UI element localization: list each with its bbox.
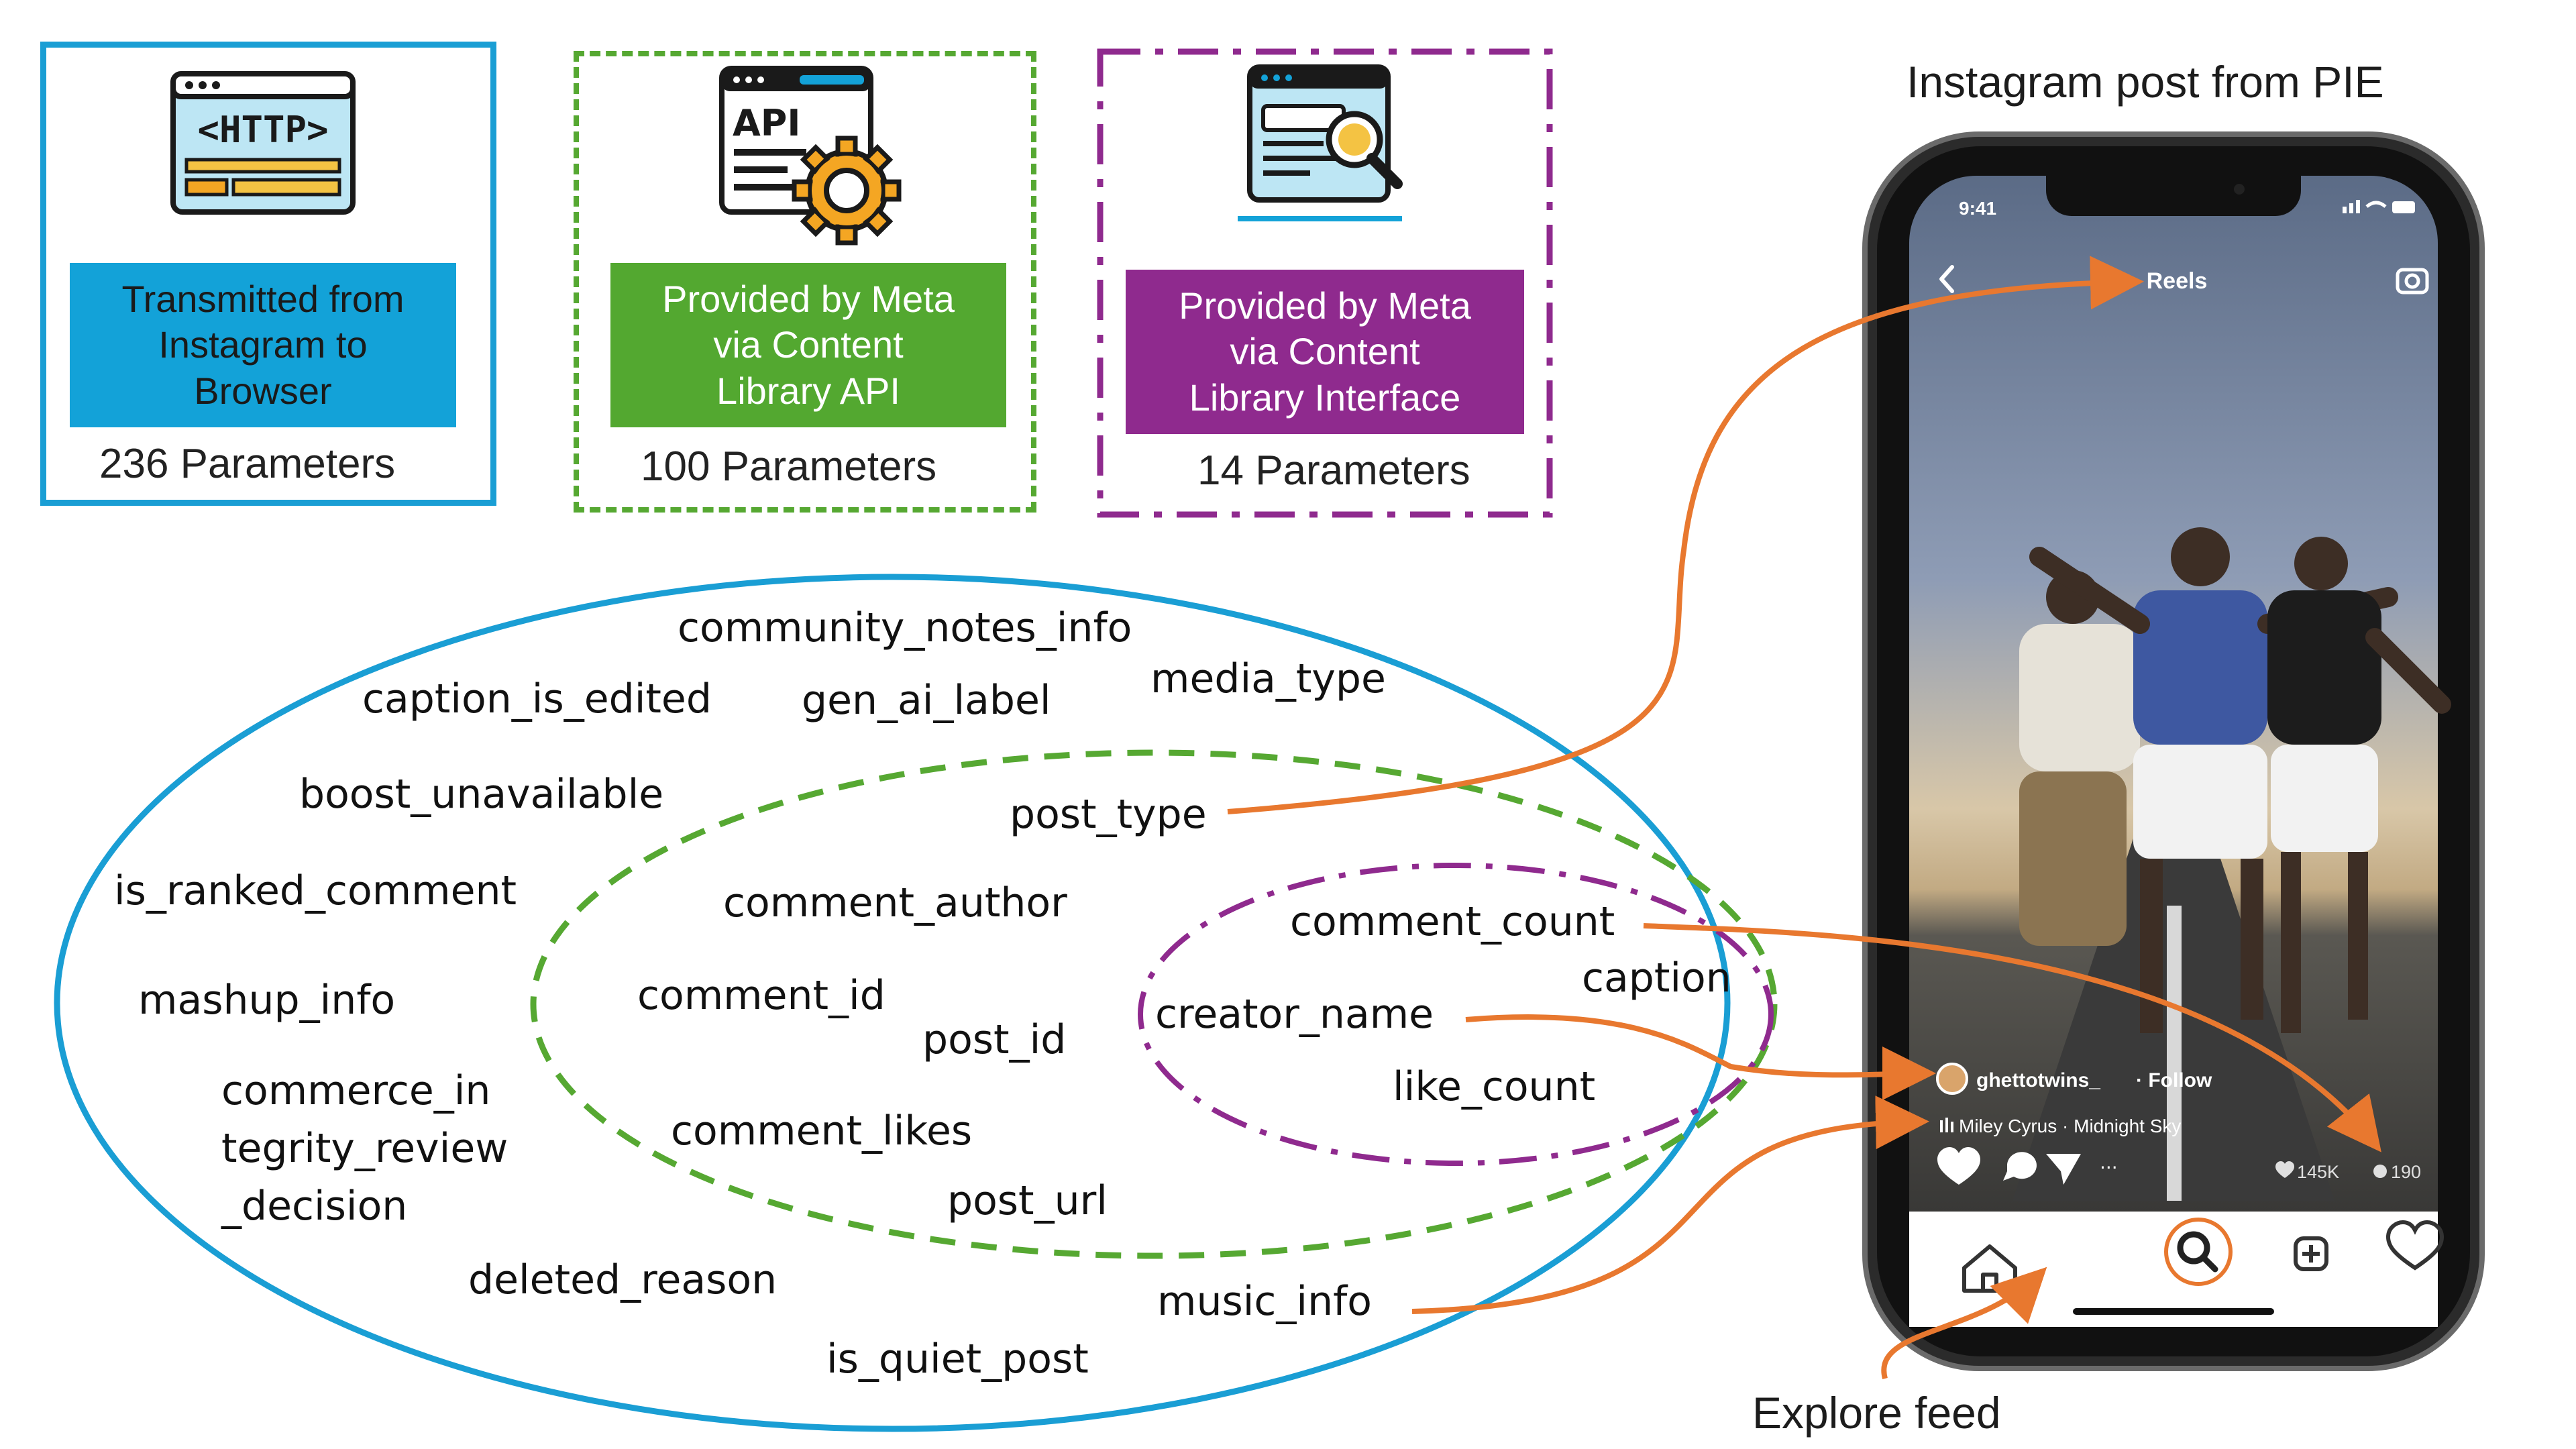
more-options-icon: ··· xyxy=(2100,1157,2118,1179)
status-time: 9:41 xyxy=(1959,198,1996,219)
arrow-comment-count-to-comments xyxy=(1643,923,2381,1152)
param-post-type: post_type xyxy=(1010,791,1207,838)
param-post-id: post_id xyxy=(922,1016,1067,1063)
param-community-notes-info: community_notes_info xyxy=(678,604,1132,651)
phone-caption: Instagram post from PIE xyxy=(1907,57,2384,107)
http-window-icon: <HTTP> xyxy=(170,71,356,215)
param-boost-unavailable: boost_unavailable xyxy=(299,771,664,818)
comment-count-text: 190 xyxy=(2391,1162,2421,1182)
param-media-type: media_type xyxy=(1150,655,1386,702)
like-heart-icon xyxy=(1937,1147,1980,1185)
ellipse-api xyxy=(530,749,1778,1259)
arrow-music-info-to-track xyxy=(1411,1095,1929,1314)
param-commerce-integrity-3: _decision xyxy=(221,1183,408,1230)
param-creator-name: creator_name xyxy=(1155,991,1434,1038)
param-commerce-integrity-1: commerce_in xyxy=(221,1067,491,1114)
param-comment-count: comment_count xyxy=(1290,898,1615,945)
search-icon xyxy=(2177,1231,2218,1273)
creator-username: ghettotwins_ xyxy=(1976,1069,2100,1091)
count-interface: 14 Parameters xyxy=(1197,447,1470,494)
param-caption: caption xyxy=(1582,955,1731,1002)
battery-icon xyxy=(2392,201,2415,213)
param-commerce-integrity-2: tegrity_review xyxy=(221,1125,508,1172)
arrow-creator-name-to-username xyxy=(1465,1014,1936,1101)
create-post-icon xyxy=(2294,1236,2328,1271)
follow-link: · Follow xyxy=(2136,1069,2212,1091)
param-deleted-reason: deleted_reason xyxy=(468,1256,777,1303)
source-label-interface: Provided by Meta via Content Library Int… xyxy=(1126,270,1524,434)
param-gen-ai-label: gen_ai_label xyxy=(802,677,1051,724)
param-like-count: like_count xyxy=(1393,1063,1596,1110)
param-caption-is-edited: caption_is_edited xyxy=(362,676,712,722)
arrow-post-type-to-reels xyxy=(1227,256,2144,814)
param-comment-likes: comment_likes xyxy=(671,1108,973,1155)
back-chevron-icon xyxy=(1939,265,1954,293)
signal-icon xyxy=(2343,200,2360,213)
dancers-image xyxy=(2019,527,2451,1033)
share-icon xyxy=(2046,1154,2081,1185)
explore-feed-label: Explore feed xyxy=(1752,1388,2001,1438)
music-track: Miley Cyrus · Midnight Sky xyxy=(1959,1116,2181,1136)
param-post-url: post_url xyxy=(947,1177,1108,1224)
ellipse-browser xyxy=(54,574,1731,1432)
like-count-text: 145K xyxy=(2297,1162,2339,1182)
music-bars-icon xyxy=(1940,1118,1953,1132)
source-box-interface xyxy=(1097,48,1553,518)
param-is-ranked-comment: is_ranked_comment xyxy=(114,867,517,914)
param-comment-id: comment_id xyxy=(637,972,885,1019)
creator-avatar xyxy=(1936,1063,1968,1095)
ellipse-interface xyxy=(1138,863,1774,1166)
param-music-info: music_info xyxy=(1157,1278,1372,1325)
svg-text:<HTTP>: <HTTP> xyxy=(197,109,328,151)
param-mashup-info: mashup_info xyxy=(138,977,396,1024)
param-is-quiet-post: is_quiet_post xyxy=(826,1336,1089,1383)
source-box-api xyxy=(574,51,1036,513)
activity-heart-icon xyxy=(2385,1220,2445,1271)
count-api: 100 Parameters xyxy=(641,443,937,490)
source-box-browser xyxy=(40,42,496,506)
search-icon-underline xyxy=(1238,216,1402,221)
likes-small-heart-icon xyxy=(2275,1161,2294,1178)
comments-small-icon xyxy=(2373,1165,2387,1178)
source-label-api: Provided by Meta via Content Library API xyxy=(610,263,1006,427)
source-label-browser: Transmitted from Instagram to Browser xyxy=(70,263,456,427)
explore-highlight xyxy=(2164,1218,2233,1286)
svg-text:API: API xyxy=(733,102,800,144)
arrow-explore-to-search xyxy=(1881,1267,2047,1380)
reels-header: Reels xyxy=(2147,268,2208,294)
camera-icon xyxy=(2396,268,2429,294)
comment-bubble-icon xyxy=(2003,1152,2037,1181)
param-comment-author: comment_author xyxy=(723,879,1067,926)
api-gear-icon: API xyxy=(719,66,902,246)
search-window-icon xyxy=(1247,64,1403,203)
wifi-icon xyxy=(2365,201,2387,208)
phone-mockup: 9:41 Reels ghettotwins_ · Follow Miley C… xyxy=(1862,131,2485,1371)
count-browser: 236 Parameters xyxy=(99,441,396,487)
